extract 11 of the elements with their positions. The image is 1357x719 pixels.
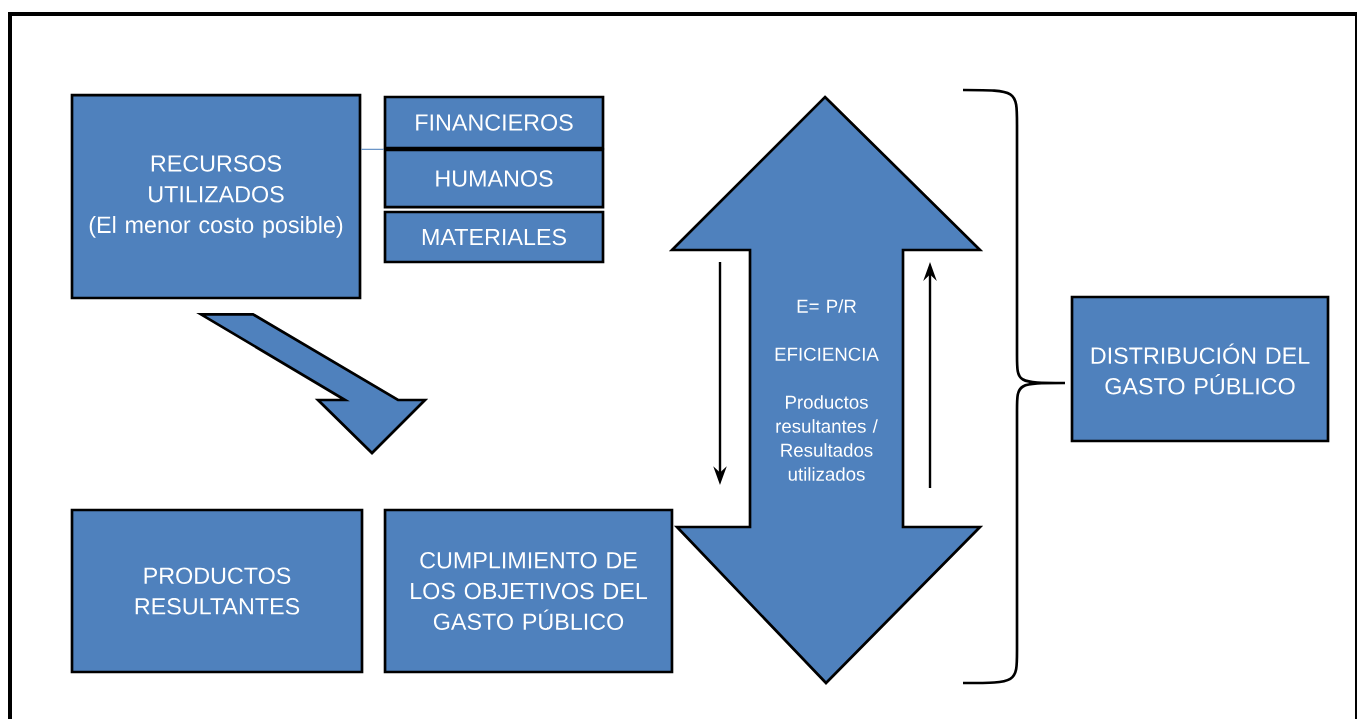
process-box: DISTRIBUCIÓN DEL GASTO PÚBLICO (1070, 295, 1330, 443)
node-label: Productos resultantes / Resultados utilizados (776, 395, 878, 481)
node-label: E= P/R (797, 299, 856, 313)
node-label: EFICIENCIA (775, 347, 879, 361)
process-box: HUMANOS (383, 148, 605, 209)
process-box: PRODUCTOS RESULTANTES (70, 508, 364, 674)
process-box: CUMPLIMIENTO DE LOS OBJETIVOS DEL GASTO PÚBLICO (383, 508, 674, 674)
process-box: RECURSOS UTILIZADOS (El menor costo posible) (70, 93, 362, 300)
connector-line (360, 148, 385, 150)
process-box: FINANCIEROS (383, 95, 605, 150)
process-box: MATERIALES (383, 210, 605, 264)
